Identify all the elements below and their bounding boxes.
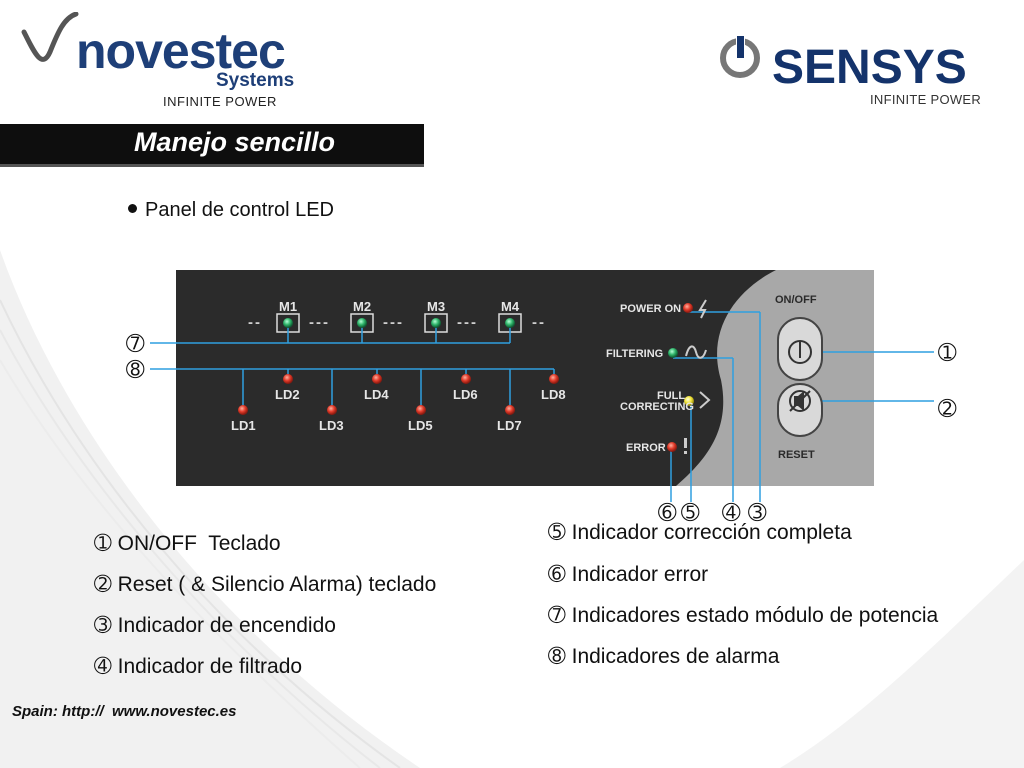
alarm-label-ld8: LD8 (541, 387, 566, 402)
list-item-4-text: Indicador de filtrado (117, 655, 303, 678)
sensys-logo: SENSYS INFINITE POWER (712, 30, 1002, 110)
sine-wave-icon (685, 345, 707, 359)
indicator-label-full: FULL (657, 390, 686, 402)
alarm-label-ld3: LD3 (319, 418, 344, 433)
novestec-name: novestec (76, 23, 286, 79)
led-panel-graphic (176, 270, 874, 486)
alarm-label-ld2: LD2 (275, 387, 300, 402)
on-off-key[interactable] (777, 317, 823, 381)
panel-keypad-area (676, 270, 874, 486)
novestec-wave-icon (21, 12, 79, 62)
power-icon (720, 34, 760, 78)
alarm-label-ld7: LD7 (497, 418, 522, 433)
sensys-name: SENSYS (772, 41, 967, 94)
status-leds (667, 303, 694, 452)
list-item-3-number: ➂ (94, 614, 112, 637)
panel-subtitle: Panel de control LED (128, 199, 334, 222)
dash-3: --- (383, 314, 404, 331)
indicator-label-filtering: FILTERING (606, 348, 664, 360)
list-item-5-text: Indicador corrección completa (571, 521, 852, 544)
callout-4: ➃ (722, 500, 741, 525)
dash-4: --- (457, 314, 478, 331)
list-item-7-text: Indicadores estado módulo de potencia (571, 604, 939, 627)
list-item-4-number: ➃ (94, 655, 112, 678)
bullet-icon (128, 204, 137, 214)
dash-5: -- (532, 314, 546, 331)
key-label-reset: RESET (778, 449, 815, 461)
indicator-label-power-on: POWER ON (620, 303, 682, 315)
sensys-tagline: INFINITE POWER (870, 92, 982, 107)
list-item-6-number: ➅ (548, 563, 566, 586)
list-item-3-text: Indicador de encendido (117, 614, 336, 637)
list-item-6-text: Indicador error (571, 563, 709, 586)
callout-1: ➀ (938, 340, 957, 365)
module-label-m3: M3 (427, 299, 446, 314)
list-item-1-text: ON/OFF Teclado (117, 532, 281, 555)
footer-url[interactable]: Spain: http:// www.novestec.es (12, 703, 237, 720)
list-item-2-text: Reset ( & Silencio Alarma) teclado (117, 573, 437, 596)
bolt-icon (698, 299, 707, 319)
novestec-logo: novestec Systems INFINITE POWER (18, 8, 318, 116)
list-item-5-number: ➄ (548, 521, 566, 544)
indicator-label-error: ERROR (626, 442, 666, 454)
title-bar: Manejo sencillo (0, 124, 424, 167)
alarm-leds (238, 374, 559, 415)
callout-2: ➁ (938, 396, 957, 421)
chevron-right-icon (699, 391, 711, 409)
module-label-m1: M1 (279, 299, 298, 314)
dash-2: --- (309, 314, 330, 331)
list-item-8-number: ➇ (548, 645, 566, 668)
list-item-7-number: ➆ (548, 604, 566, 627)
key-label-on-off: ON/OFF (775, 294, 817, 306)
alarm-label-ld6: LD6 (453, 387, 478, 402)
reset-key[interactable] (777, 383, 823, 437)
list-item-8-text: Indicadores de alarma (571, 645, 780, 668)
novestec-sub: Systems (216, 70, 295, 91)
callout-6: ➅ (658, 500, 677, 525)
led-control-panel: M1 M2 M3 M4 -- --- --- --- -- LD1 LD2 LD… (176, 270, 874, 486)
page-title: Manejo sencillo (134, 127, 336, 157)
panel-subtitle-text: Panel de control LED (145, 199, 335, 221)
callout-8: ➇ (126, 357, 145, 382)
module-label-m4: M4 (501, 299, 520, 314)
list-item-1-number: ➀ (94, 532, 112, 555)
indicator-label-correcting: CORRECTING (620, 401, 694, 413)
list-item-2-number: ➁ (94, 573, 112, 596)
alarm-label-ld1: LD1 (231, 418, 256, 433)
novestec-tagline: INFINITE POWER (163, 94, 277, 109)
callout-7: ➆ (126, 331, 145, 356)
callout-3: ➂ (748, 500, 767, 525)
module-leds (283, 318, 515, 328)
dash-1: -- (248, 314, 262, 331)
exclamation-icon (684, 438, 687, 454)
alarm-label-ld4: LD4 (364, 387, 389, 402)
callout-5: ➄ (681, 500, 700, 525)
alarm-label-ld5: LD5 (408, 418, 433, 433)
module-label-m2: M2 (353, 299, 372, 314)
